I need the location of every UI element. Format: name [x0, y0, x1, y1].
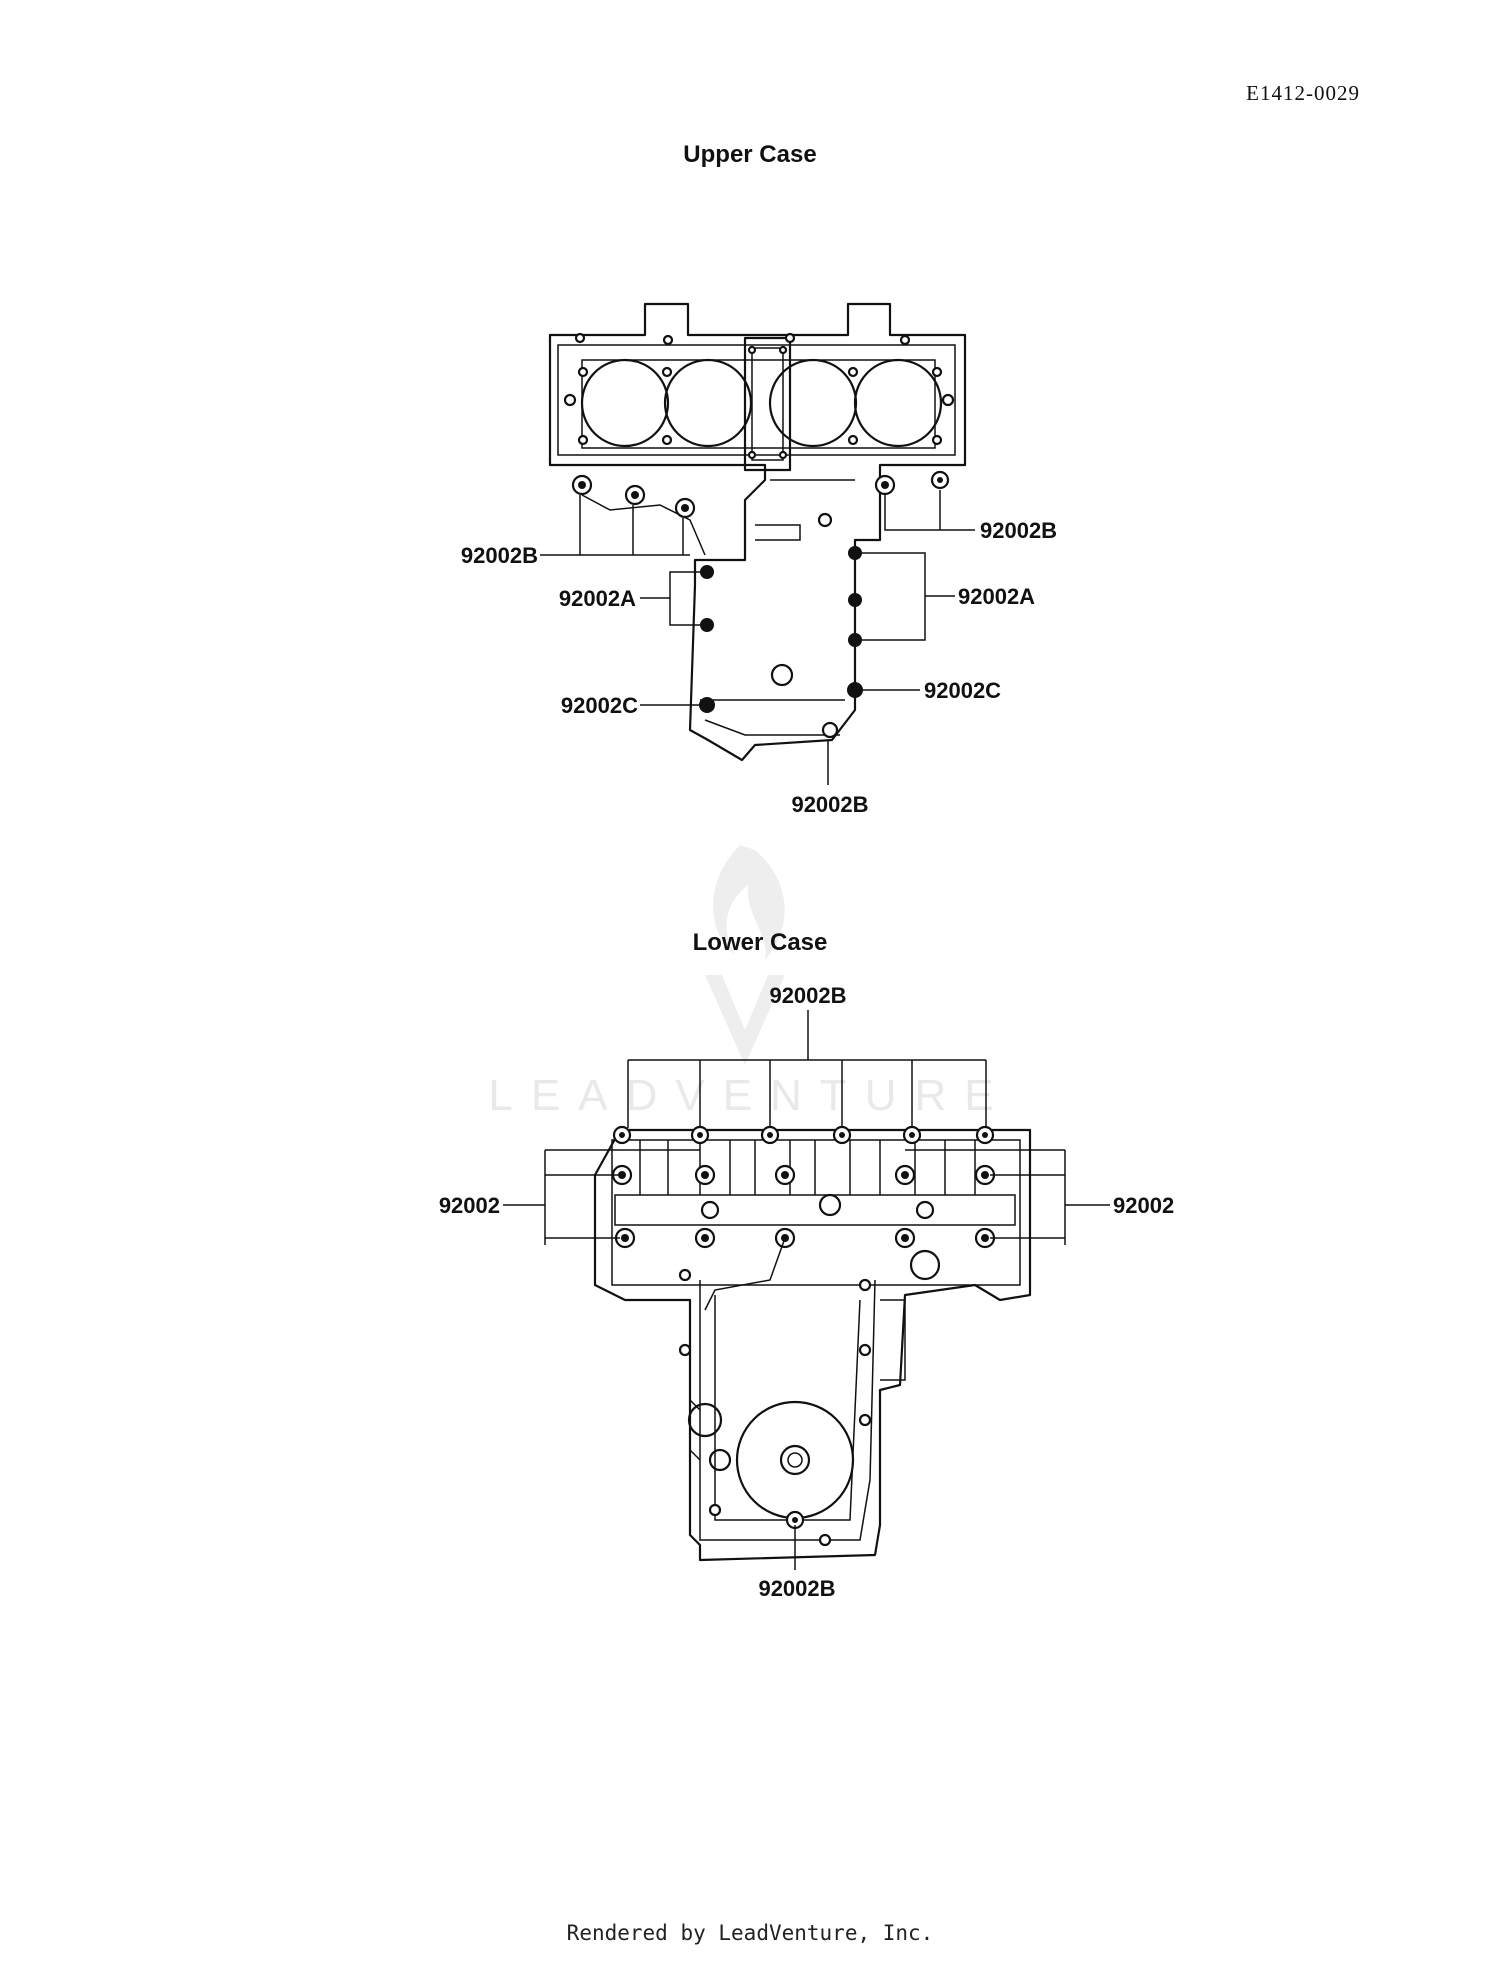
callout-92002b-left: 92002B	[461, 543, 538, 568]
callout-92002c-left: 92002C	[561, 693, 638, 718]
lower-case-drawing	[593, 1125, 1032, 1562]
lower-case-title: Lower Case	[693, 929, 828, 956]
flame-logo-icon	[705, 845, 785, 1065]
callout-92002b-bottom: 92002B	[791, 792, 868, 817]
callout-92002-right: 92002	[1113, 1193, 1174, 1218]
footer-credit: Rendered by LeadVenture, Inc.	[567, 1921, 934, 1945]
diagram-reference-number: E1412-0029	[1246, 81, 1360, 105]
upper-case-title: Upper Case	[683, 141, 816, 168]
watermark-text: LEADVENTURE	[488, 1071, 1011, 1120]
callout-92002a-right: 92002A	[958, 584, 1035, 609]
callout-92002-left: 92002	[439, 1193, 500, 1218]
upper-case-section: Upper Case	[461, 141, 1057, 817]
lower-case-leader-lines	[503, 1010, 1110, 1570]
callout-92002b-lower-bottom: 92002B	[758, 1576, 835, 1601]
callout-92002b-right: 92002B	[980, 518, 1057, 543]
callout-92002b-top: 92002B	[769, 983, 846, 1008]
callout-92002a-left: 92002A	[559, 586, 636, 611]
upper-case-leader-lines	[540, 490, 975, 785]
upper-case-drawing	[548, 302, 967, 762]
lower-case-section: Lower Case	[439, 929, 1174, 1601]
callout-92002c-right: 92002C	[924, 678, 1001, 703]
watermark: LEADVENTURE	[488, 845, 1011, 1120]
